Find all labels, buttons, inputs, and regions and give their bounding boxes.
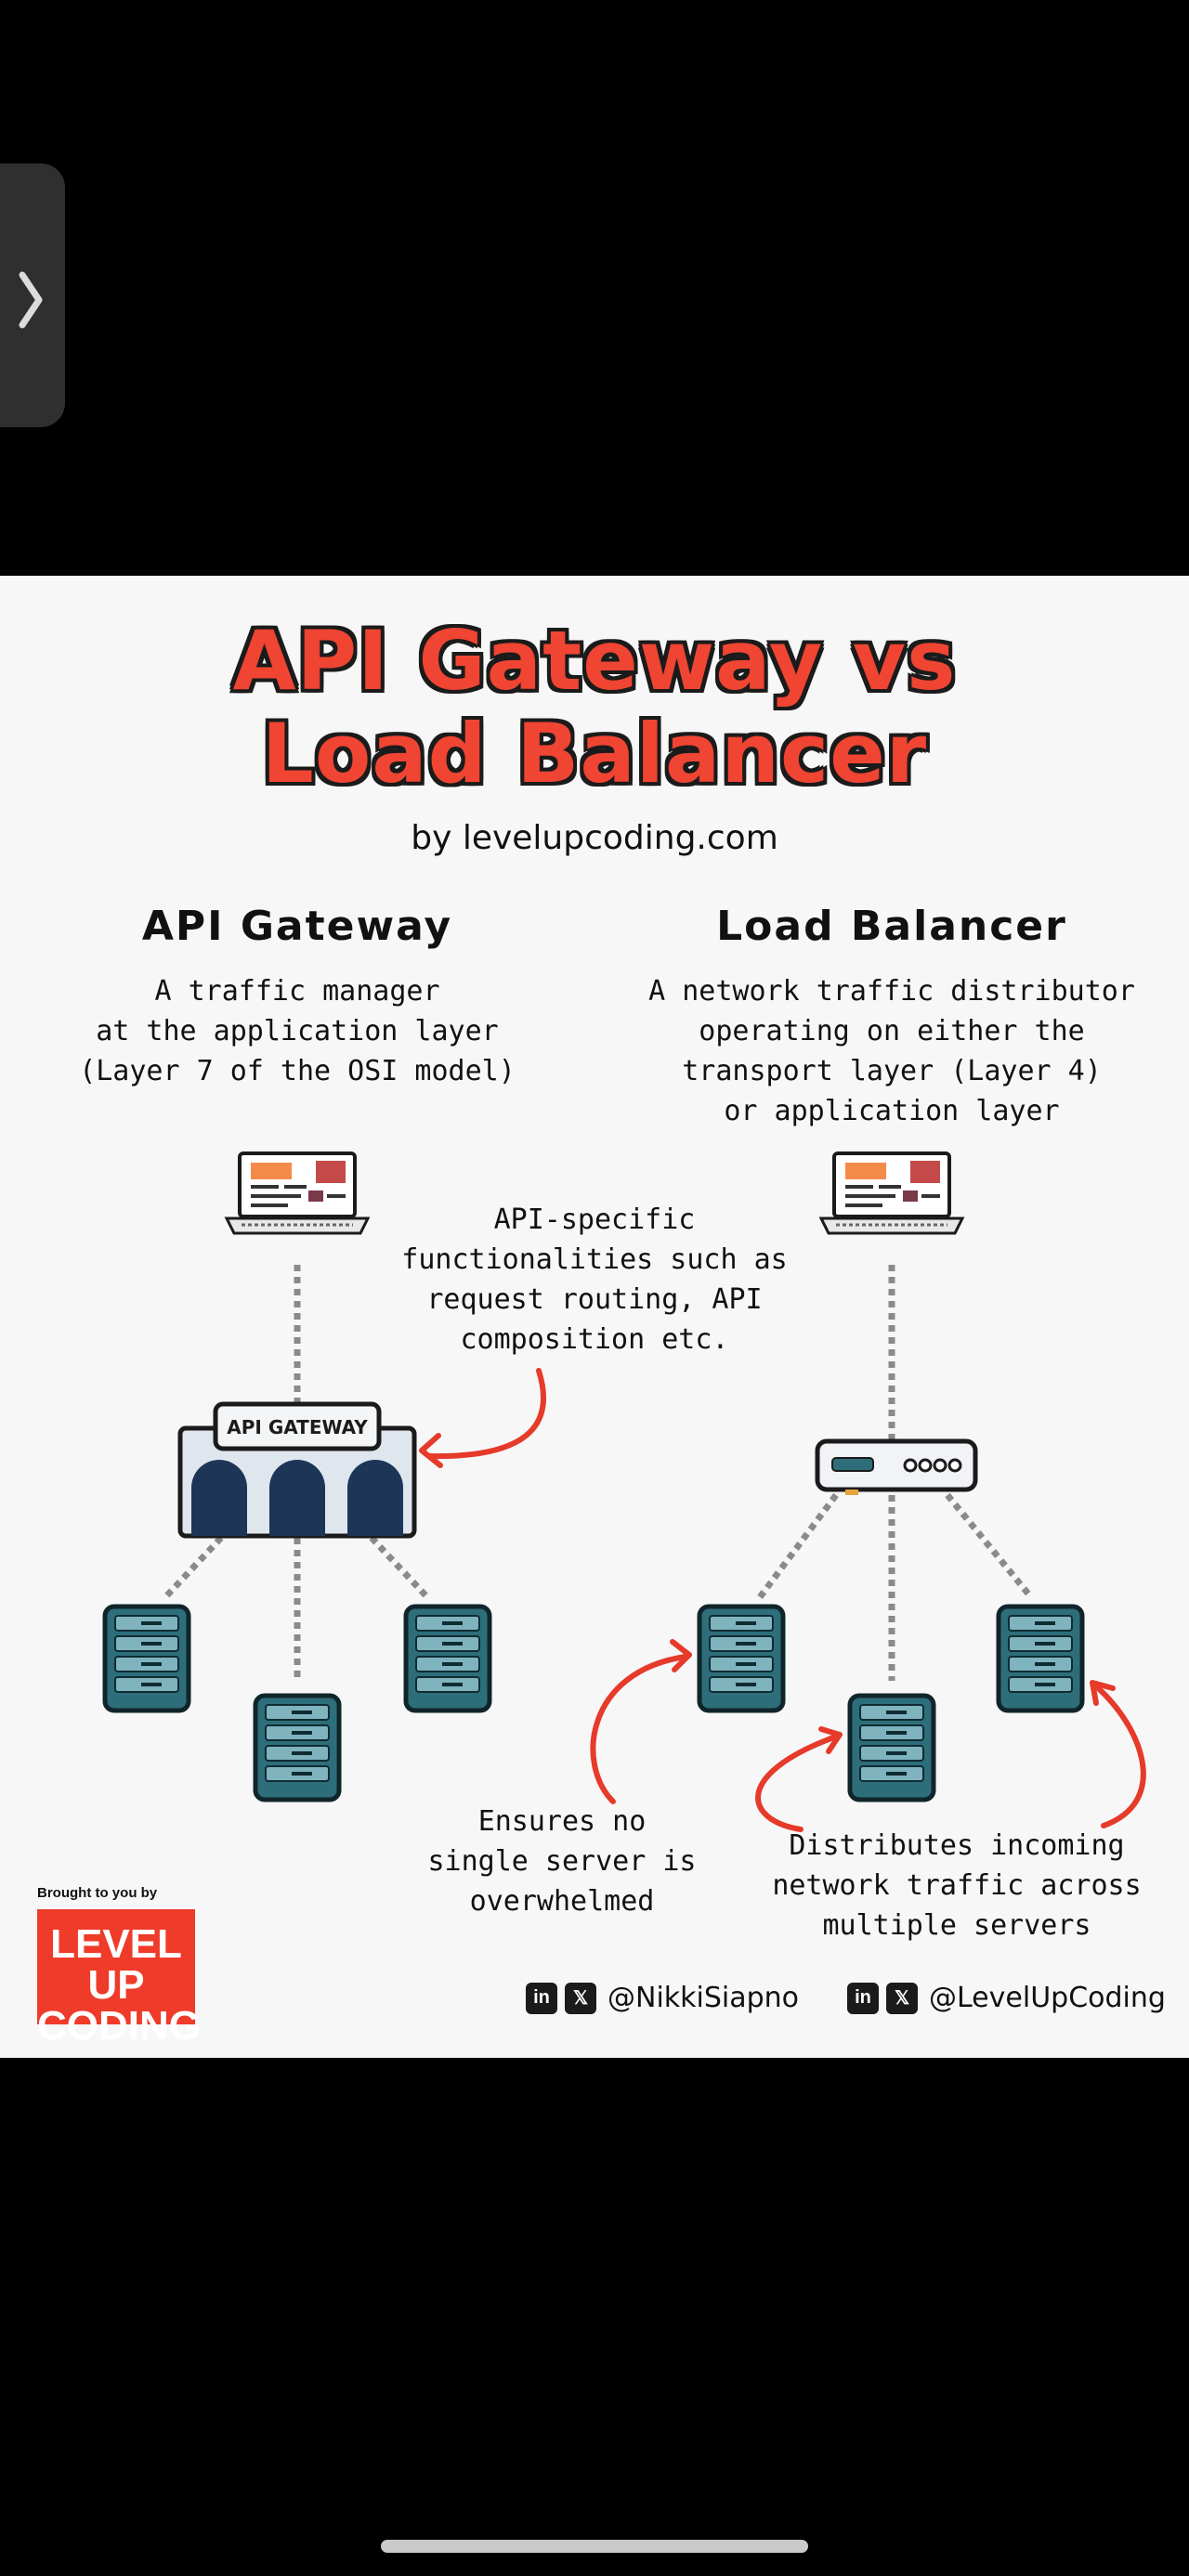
api-gateway-annotation: API-specific functionalities such as req… — [390, 1200, 799, 1360]
level-up-coding-logo: LEVEL UP CODING — [37, 1909, 201, 2047]
load-balancer-heading: Load Balancer — [716, 903, 1067, 950]
title-line-1: API Gateway vs — [232, 613, 957, 709]
laptop-icon — [225, 1151, 370, 1235]
description-line: A traffic manager — [154, 975, 440, 1008]
x-icon[interactable]: 𝕏 — [886, 1982, 918, 2014]
logo-line: LEVEL UP — [50, 1921, 182, 2008]
annotation-line: network traffic across — [772, 1869, 1142, 1902]
api-gateway-heading: API Gateway — [141, 903, 453, 950]
description-line: at the application layer — [96, 1015, 499, 1047]
linkedin-icon[interactable]: in — [847, 1982, 879, 2014]
side-panel-tab[interactable] — [0, 163, 65, 427]
arrow-to-right-server — [1093, 1684, 1146, 1828]
arrow-to-center-server — [755, 1734, 839, 1832]
x-icon[interactable]: 𝕏 — [565, 1982, 596, 2014]
byline: by levelupcoding.com — [411, 819, 778, 857]
description-line: (Layer 7 of the OSI model) — [79, 1055, 516, 1087]
annotation-line: Distributes incoming — [789, 1829, 1125, 1862]
description-line: or application layer — [724, 1095, 1060, 1127]
social-handle[interactable]: @LevelUpCoding — [929, 1982, 1166, 2014]
arrow-to-gateway — [426, 1368, 546, 1460]
load-balancer-icon — [815, 1438, 978, 1495]
api-gateway-description: A traffic manager at the application lay… — [37, 971, 557, 1091]
chevron-right-icon — [19, 271, 43, 329]
home-indicator[interactable] — [381, 2540, 808, 2553]
description-line: A network traffic distributor — [648, 975, 1135, 1008]
annotation-line: overwhelmed — [469, 1885, 655, 1918]
annotation-line: Ensures no — [477, 1805, 647, 1838]
server-icon — [406, 1607, 490, 1711]
annotation-line: multiple servers — [822, 1909, 1091, 1942]
annotation-line: single server is — [427, 1845, 697, 1878]
arrow-to-server — [590, 1654, 688, 1804]
no-overload-annotation: Ensures no single server is overwhelmed — [418, 1802, 706, 1921]
title-line-2: Load Balancer — [261, 706, 928, 801]
architecture-diagram: API GATEWAY — [0, 1151, 1146, 1832]
social-levelup[interactable]: in 𝕏 @LevelUpCoding — [847, 1982, 1166, 2014]
annotation-line: functionalities such as — [401, 1243, 788, 1276]
infographic: API Gateway vs Load Balancer by levelupc… — [0, 576, 1189, 2058]
server-icon — [105, 1607, 189, 1711]
distribution-annotation: Distributes incoming network traffic acr… — [762, 1826, 1152, 1945]
server-icon — [850, 1696, 934, 1800]
laptop-icon — [819, 1151, 964, 1235]
load-balancer-description: A network traffic distributor operating … — [632, 971, 1152, 1131]
load-balancer-connections — [757, 1265, 1034, 1681]
annotation-line: API-specific — [493, 1203, 696, 1236]
social-handle[interactable]: @NikkiSiapno — [608, 1982, 800, 2014]
logo-line: CODING — [37, 2003, 201, 2049]
server-icon — [999, 1607, 1082, 1711]
server-icon — [255, 1696, 339, 1800]
description-line: operating on either the — [699, 1015, 1085, 1047]
annotation-line: request routing, API — [426, 1283, 763, 1316]
social-nikki[interactable]: in 𝕏 @NikkiSiapno — [526, 1982, 799, 2014]
annotation-arrows — [419, 1368, 1146, 1832]
api-gateway-icon: API GATEWAY — [177, 1401, 417, 1539]
server-icon — [699, 1607, 783, 1711]
linkedin-icon[interactable]: in — [526, 1982, 557, 2014]
api-gateway-connections — [163, 1265, 430, 1681]
description-line: transport layer (Layer 4) — [682, 1055, 1102, 1087]
brought-by-label: Brought to you by — [37, 1885, 158, 1901]
api-gateway-label: API GATEWAY — [227, 1416, 368, 1438]
annotation-line: composition etc. — [460, 1323, 729, 1356]
